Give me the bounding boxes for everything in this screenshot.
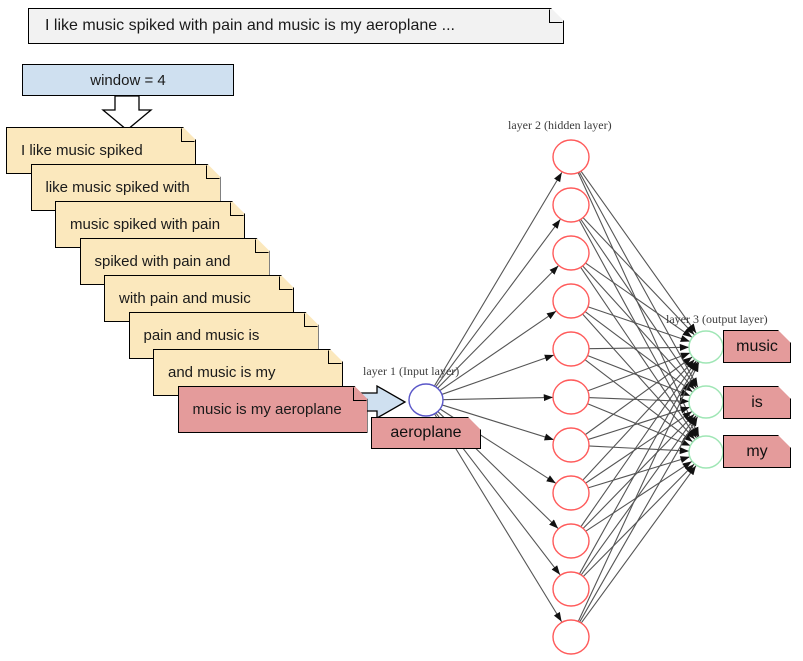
ngram-card-text: and music is my (168, 364, 276, 381)
hidden-node-9 (552, 523, 590, 559)
output-word-box-music: music (723, 330, 791, 363)
output-word-label: is (751, 393, 763, 411)
input-token-box: aeroplane (371, 417, 481, 449)
folded-corner-icon (328, 350, 342, 364)
folded-corner-icon (206, 165, 220, 179)
hidden-node-11 (552, 619, 590, 655)
hidden-node-3 (552, 235, 590, 271)
output-node-2 (688, 385, 724, 419)
ngram-card-text: pain and music is (143, 327, 260, 344)
card-notch (55, 245, 66, 256)
card-notch (80, 282, 91, 293)
output-word-box-my: my (723, 435, 791, 468)
ngram-card: music is my aeroplane (178, 386, 368, 433)
card-notch (104, 319, 115, 330)
folded-corner-icon (304, 313, 318, 327)
ngram-card-text: with pain and music (119, 290, 251, 307)
window-size-label: window = 4 (90, 71, 166, 89)
ngram-card-text: like music spiked with (45, 179, 190, 196)
hidden-node-10 (552, 571, 590, 607)
card-notch (6, 171, 17, 182)
layer2-label: layer 2 (hidden layer) (508, 118, 612, 132)
input-token-label: aeroplane (390, 424, 462, 441)
window-size-box: window = 4 (22, 64, 234, 96)
layer3-label: layer 3 (output layer) (666, 312, 768, 326)
hidden-node-8 (552, 475, 590, 511)
source-sentence-box: I like music spiked with pain and music … (28, 8, 564, 44)
ngram-card-text: music is my aeroplane (192, 401, 342, 418)
output-word-label: my (746, 442, 768, 460)
folded-corner-icon (181, 128, 195, 142)
layer1-label: layer 1 (Input layer) (363, 364, 460, 378)
input-node (408, 383, 444, 417)
ngram-card-text: spiked with pain and (94, 253, 231, 270)
folded-corner-icon (230, 202, 244, 216)
ngram-card-text: music spiked with pain (70, 216, 221, 233)
hidden-node-6 (552, 379, 590, 415)
hidden-node-4 (552, 283, 590, 319)
ngram-card-text: I like music spiked (21, 142, 143, 159)
source-sentence-text: I like music spiked with pain and music … (45, 17, 455, 34)
folded-corner-icon (279, 276, 293, 290)
hidden-node-1 (552, 139, 590, 175)
hidden-node-5 (552, 331, 590, 367)
card-notch (31, 208, 42, 219)
folded-corner-icon (255, 239, 269, 253)
card-notch (153, 393, 164, 404)
output-node-3 (688, 435, 724, 469)
folded-corner-icon (549, 9, 563, 23)
output-word-label: music (736, 337, 778, 355)
down-arrow-icon (100, 95, 154, 132)
output-node-1 (688, 330, 724, 364)
card-notch (129, 356, 140, 367)
hidden-node-7 (552, 427, 590, 463)
output-word-box-is: is (723, 386, 791, 419)
hidden-node-2 (552, 187, 590, 223)
